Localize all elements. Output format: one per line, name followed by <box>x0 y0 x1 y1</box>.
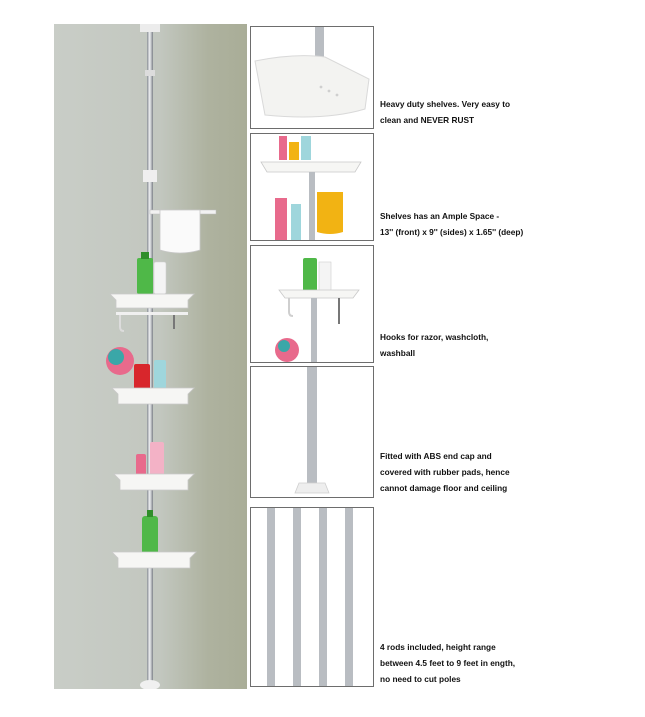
hook-icon <box>288 298 294 317</box>
hook-bar <box>116 312 188 315</box>
rod-1 <box>267 508 275 686</box>
towel <box>159 209 201 254</box>
shelf-3 <box>113 473 195 491</box>
detail-panel-end-cap <box>250 366 374 498</box>
white-bottle-1 <box>153 261 167 295</box>
caption-heavy-duty-shelves: Heavy duty shelves. Very easy to clean a… <box>380 99 511 125</box>
caption-end-cap: Fitted with ABS end cap and covered with… <box>380 451 510 493</box>
bottom-end-cap <box>140 680 160 689</box>
pole-joint <box>145 70 155 76</box>
rod-3 <box>319 508 327 686</box>
red-bottle <box>134 364 150 390</box>
hero-product-photo <box>54 24 247 689</box>
caption-hooks: Hooks for razor, washcloth, washball <box>380 332 489 358</box>
yellow-towel <box>317 192 343 234</box>
tension-pole <box>147 24 153 689</box>
shelf-top <box>260 161 362 173</box>
pole-segment <box>307 367 317 483</box>
shelf-corner <box>254 55 370 118</box>
shelf-4 <box>111 551 197 569</box>
detail-panel-ample-space <box>250 133 374 241</box>
rod-2 <box>293 508 301 686</box>
pole-top <box>315 27 324 57</box>
green-bottle-1 <box>137 258 153 294</box>
shelf-2 <box>111 387 195 405</box>
top-end-cap <box>140 24 160 32</box>
pink-bottle <box>150 442 164 476</box>
green-bottle-2 <box>142 516 158 556</box>
caption-ample-space: Shelves has an Ample Space - 13'' (front… <box>380 211 524 237</box>
shelf-with-hooks <box>278 289 360 299</box>
abs-end-cap <box>294 482 330 494</box>
shelf-1 <box>109 293 195 309</box>
caption-rods: 4 rods included, height range between 4.… <box>380 642 516 684</box>
detail-panel-rods <box>250 507 374 687</box>
pole-clamp <box>143 170 157 182</box>
shower-caddy-illustration <box>106 24 217 689</box>
rod-4 <box>345 508 353 686</box>
clear-bottle <box>154 360 166 390</box>
detail-panel-hooks <box>250 245 374 363</box>
detail-panel-shelf-corner <box>250 26 374 129</box>
